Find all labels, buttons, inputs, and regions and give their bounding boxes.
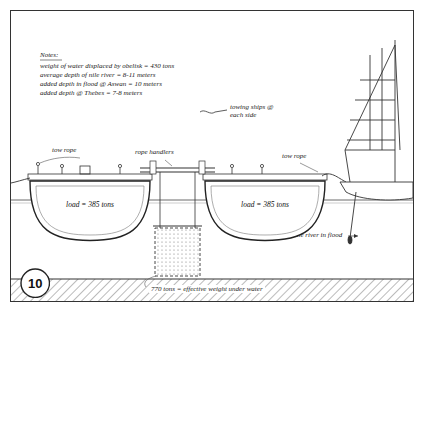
leader-line: [300, 163, 318, 172]
callout-label: tow rope: [282, 152, 306, 160]
rope-handler-figures: [36, 162, 263, 174]
leader-line: [165, 160, 172, 166]
note: added depth @ Thebes = 7-8 meters: [40, 89, 142, 97]
figure-number: 10: [20, 268, 50, 298]
post: [199, 161, 205, 174]
callout-label: 770 tons = effective weight under water: [149, 285, 265, 293]
post: [150, 161, 156, 174]
hull-outline: [30, 181, 150, 241]
deck: [28, 174, 152, 180]
hull-inner-line: [211, 186, 319, 235]
circle-outline: [21, 269, 49, 297]
deck: [203, 174, 327, 180]
pointer-line: [200, 110, 227, 113]
load-label: load = 385 tons: [28, 200, 152, 209]
callout-number: 10: [20, 276, 50, 291]
barge-hull-outline: [203, 180, 327, 242]
barge-hull: load = 385 tons: [28, 180, 152, 242]
callout-label: rope handlers: [135, 148, 174, 156]
callout-label: tow rope: [52, 146, 76, 154]
barge-hull: load = 385 tons: [203, 180, 327, 242]
leader-line: [40, 157, 80, 163]
hull-inner-line: [36, 186, 144, 235]
notes-heading: Notes:: [40, 51, 58, 59]
tow-rope: [11, 178, 30, 183]
flood-arrow: [354, 234, 358, 238]
sling-rope: [160, 172, 161, 228]
barge-hull-outline: [28, 180, 152, 242]
obelisk-section: [155, 228, 200, 276]
sling-bar: [153, 226, 202, 227]
note: average depth of nile river = 8-11 meter…: [40, 71, 156, 79]
callout-label: towing ships @ each side: [230, 103, 282, 119]
load-label: load = 385 tons: [203, 200, 327, 209]
hull-outline: [205, 181, 325, 241]
note: weight of water displaced by obelisk = 4…: [40, 62, 174, 70]
heading-underline: [40, 60, 62, 61]
river-bed: [11, 279, 413, 280]
note: added depth in flood @ Aswan = 10 meters: [40, 80, 162, 88]
towing-ship: [340, 40, 413, 244]
river-bed: [11, 279, 413, 301]
frame: [11, 11, 414, 302]
sling-rope: [195, 172, 196, 228]
